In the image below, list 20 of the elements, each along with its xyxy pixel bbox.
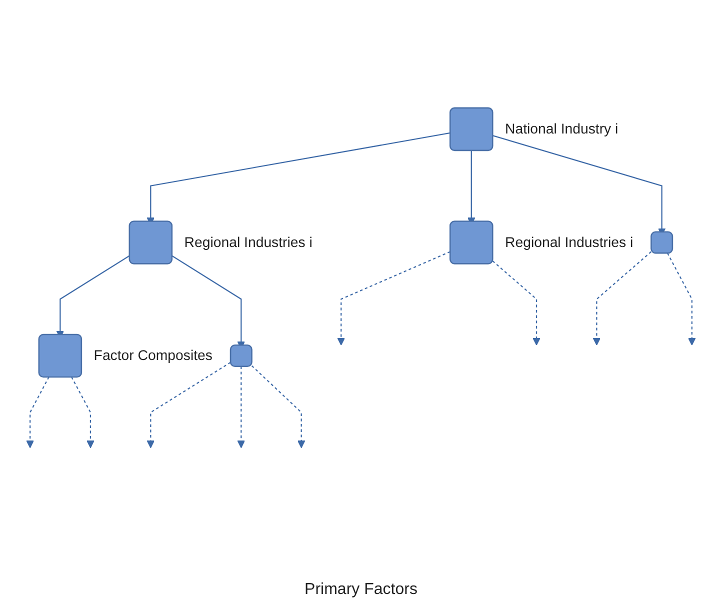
arrow <box>337 251 450 346</box>
arrow <box>71 376 94 448</box>
node-caption: Regional Industries i <box>184 234 312 250</box>
node-box <box>650 231 674 254</box>
node-box <box>38 334 82 378</box>
arrow <box>251 365 306 448</box>
arrow <box>592 251 652 346</box>
node-box <box>128 220 173 264</box>
arrow <box>146 362 231 448</box>
arrow <box>492 260 540 346</box>
group-label: Primary Factors <box>304 581 418 599</box>
arrow <box>237 366 246 448</box>
node-box <box>449 220 494 264</box>
node-caption: Factor Composites <box>94 347 212 364</box>
arrow <box>666 252 696 346</box>
node-box <box>230 344 252 368</box>
arrow <box>26 376 50 448</box>
node-caption: Regional Industries i <box>505 234 634 250</box>
node-box <box>449 107 494 152</box>
node-caption: National Industry i <box>505 120 618 137</box>
